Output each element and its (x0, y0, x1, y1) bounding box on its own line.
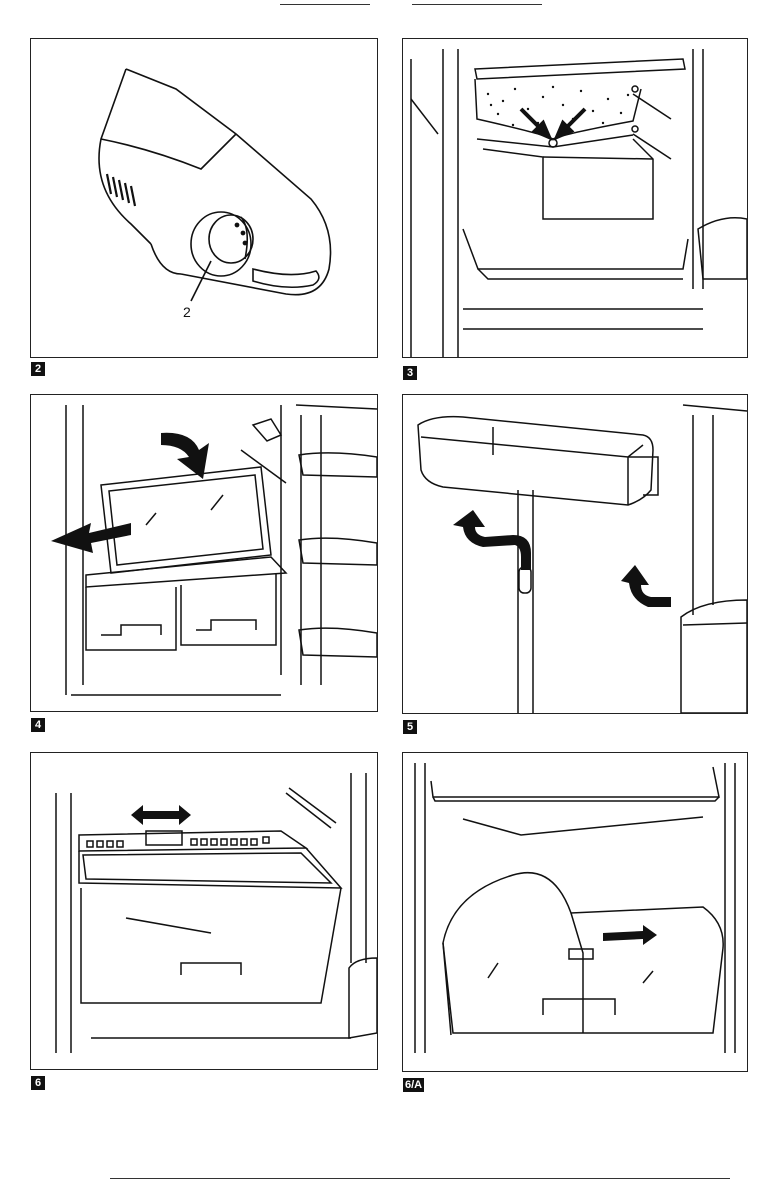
figure-6a-panel (402, 752, 748, 1072)
figure-2-panel: 2 (30, 38, 378, 358)
adjustable-shelf-illustration (31, 753, 377, 1069)
drain-channel-illustration (403, 39, 747, 357)
callout-2: 2 (183, 304, 191, 320)
figure-label-6: 6 (31, 1076, 45, 1090)
figure-label-3: 3 (403, 366, 417, 380)
shelf-removal-illustration (31, 395, 377, 711)
bottom-edge-mark (110, 1178, 730, 1179)
top-edge-mark (280, 4, 370, 5)
figure-label-5: 5 (403, 720, 417, 734)
up-curved-arrow-icon (453, 510, 531, 570)
frost-speckles (487, 86, 629, 126)
figure-6-panel (30, 752, 378, 1070)
figure-5-panel (402, 394, 748, 714)
thermostat-knob-illustration: 2 (31, 39, 377, 357)
figure-3-panel (402, 38, 748, 358)
top-edge-mark (412, 4, 542, 5)
figure-label-2: 2 (31, 362, 45, 376)
double-arrow-icon (131, 805, 191, 825)
down-arrow-icon (161, 433, 209, 479)
figure-label-4: 4 (31, 718, 45, 732)
right-arrow-icon (603, 925, 657, 945)
figure-4-panel (30, 394, 378, 712)
up-curved-arrow-icon (621, 565, 671, 607)
left-arrow-icon (51, 523, 131, 553)
crisper-divider-illustration (403, 753, 747, 1071)
door-bin-removal-illustration (403, 395, 747, 713)
figure-label-6a: 6/A (403, 1078, 424, 1092)
